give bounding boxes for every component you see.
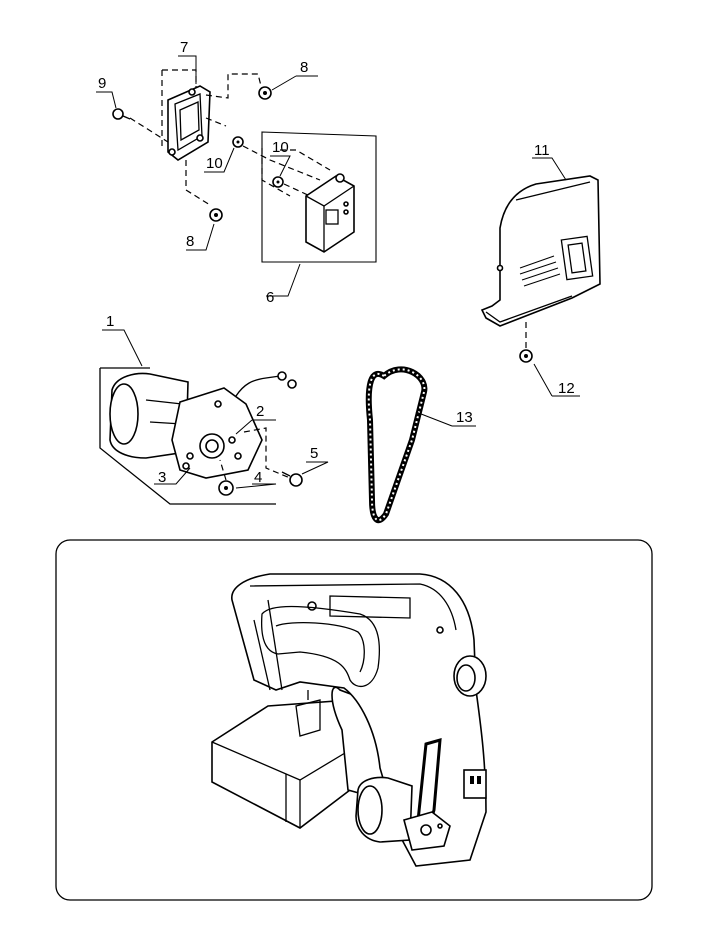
machine-inset-frame [55,539,653,901]
screw-part-9 [112,108,131,120]
motor-part-1 [99,367,297,505]
callout-8-bottom: 8 [186,233,194,250]
nut-part-10-a [232,136,244,148]
callout-11: 11 [534,142,550,159]
callout-4: 4 [254,469,262,486]
callout-13: 13 [456,409,473,426]
nut-part-10-b [272,176,284,188]
screw-part-8-top [258,86,272,100]
callout-2: 2 [256,403,264,420]
callout-10-b: 10 [272,139,289,156]
callout-6: 6 [266,289,274,306]
callout-7: 7 [180,39,188,56]
callout-9: 9 [98,75,106,92]
screw-part-4 [218,480,234,496]
callout-12: 12 [558,380,575,397]
callout-3: 3 [158,469,166,486]
callout-10-a: 10 [206,155,223,172]
screw-part-12 [519,349,533,363]
belt-part-13 [365,366,428,524]
callout-1: 1 [106,313,114,330]
switch-box-part-6 [305,173,355,253]
leader-lines [96,55,580,489]
callout-8-top: 8 [300,59,308,76]
screw-part-5 [281,471,303,487]
bracket-part-7 [167,85,211,161]
screw-part-8-bottom [209,208,223,222]
sewing-machine-illustration [211,573,487,867]
side-cover-part-11 [480,175,601,327]
callout-5: 5 [310,445,318,462]
